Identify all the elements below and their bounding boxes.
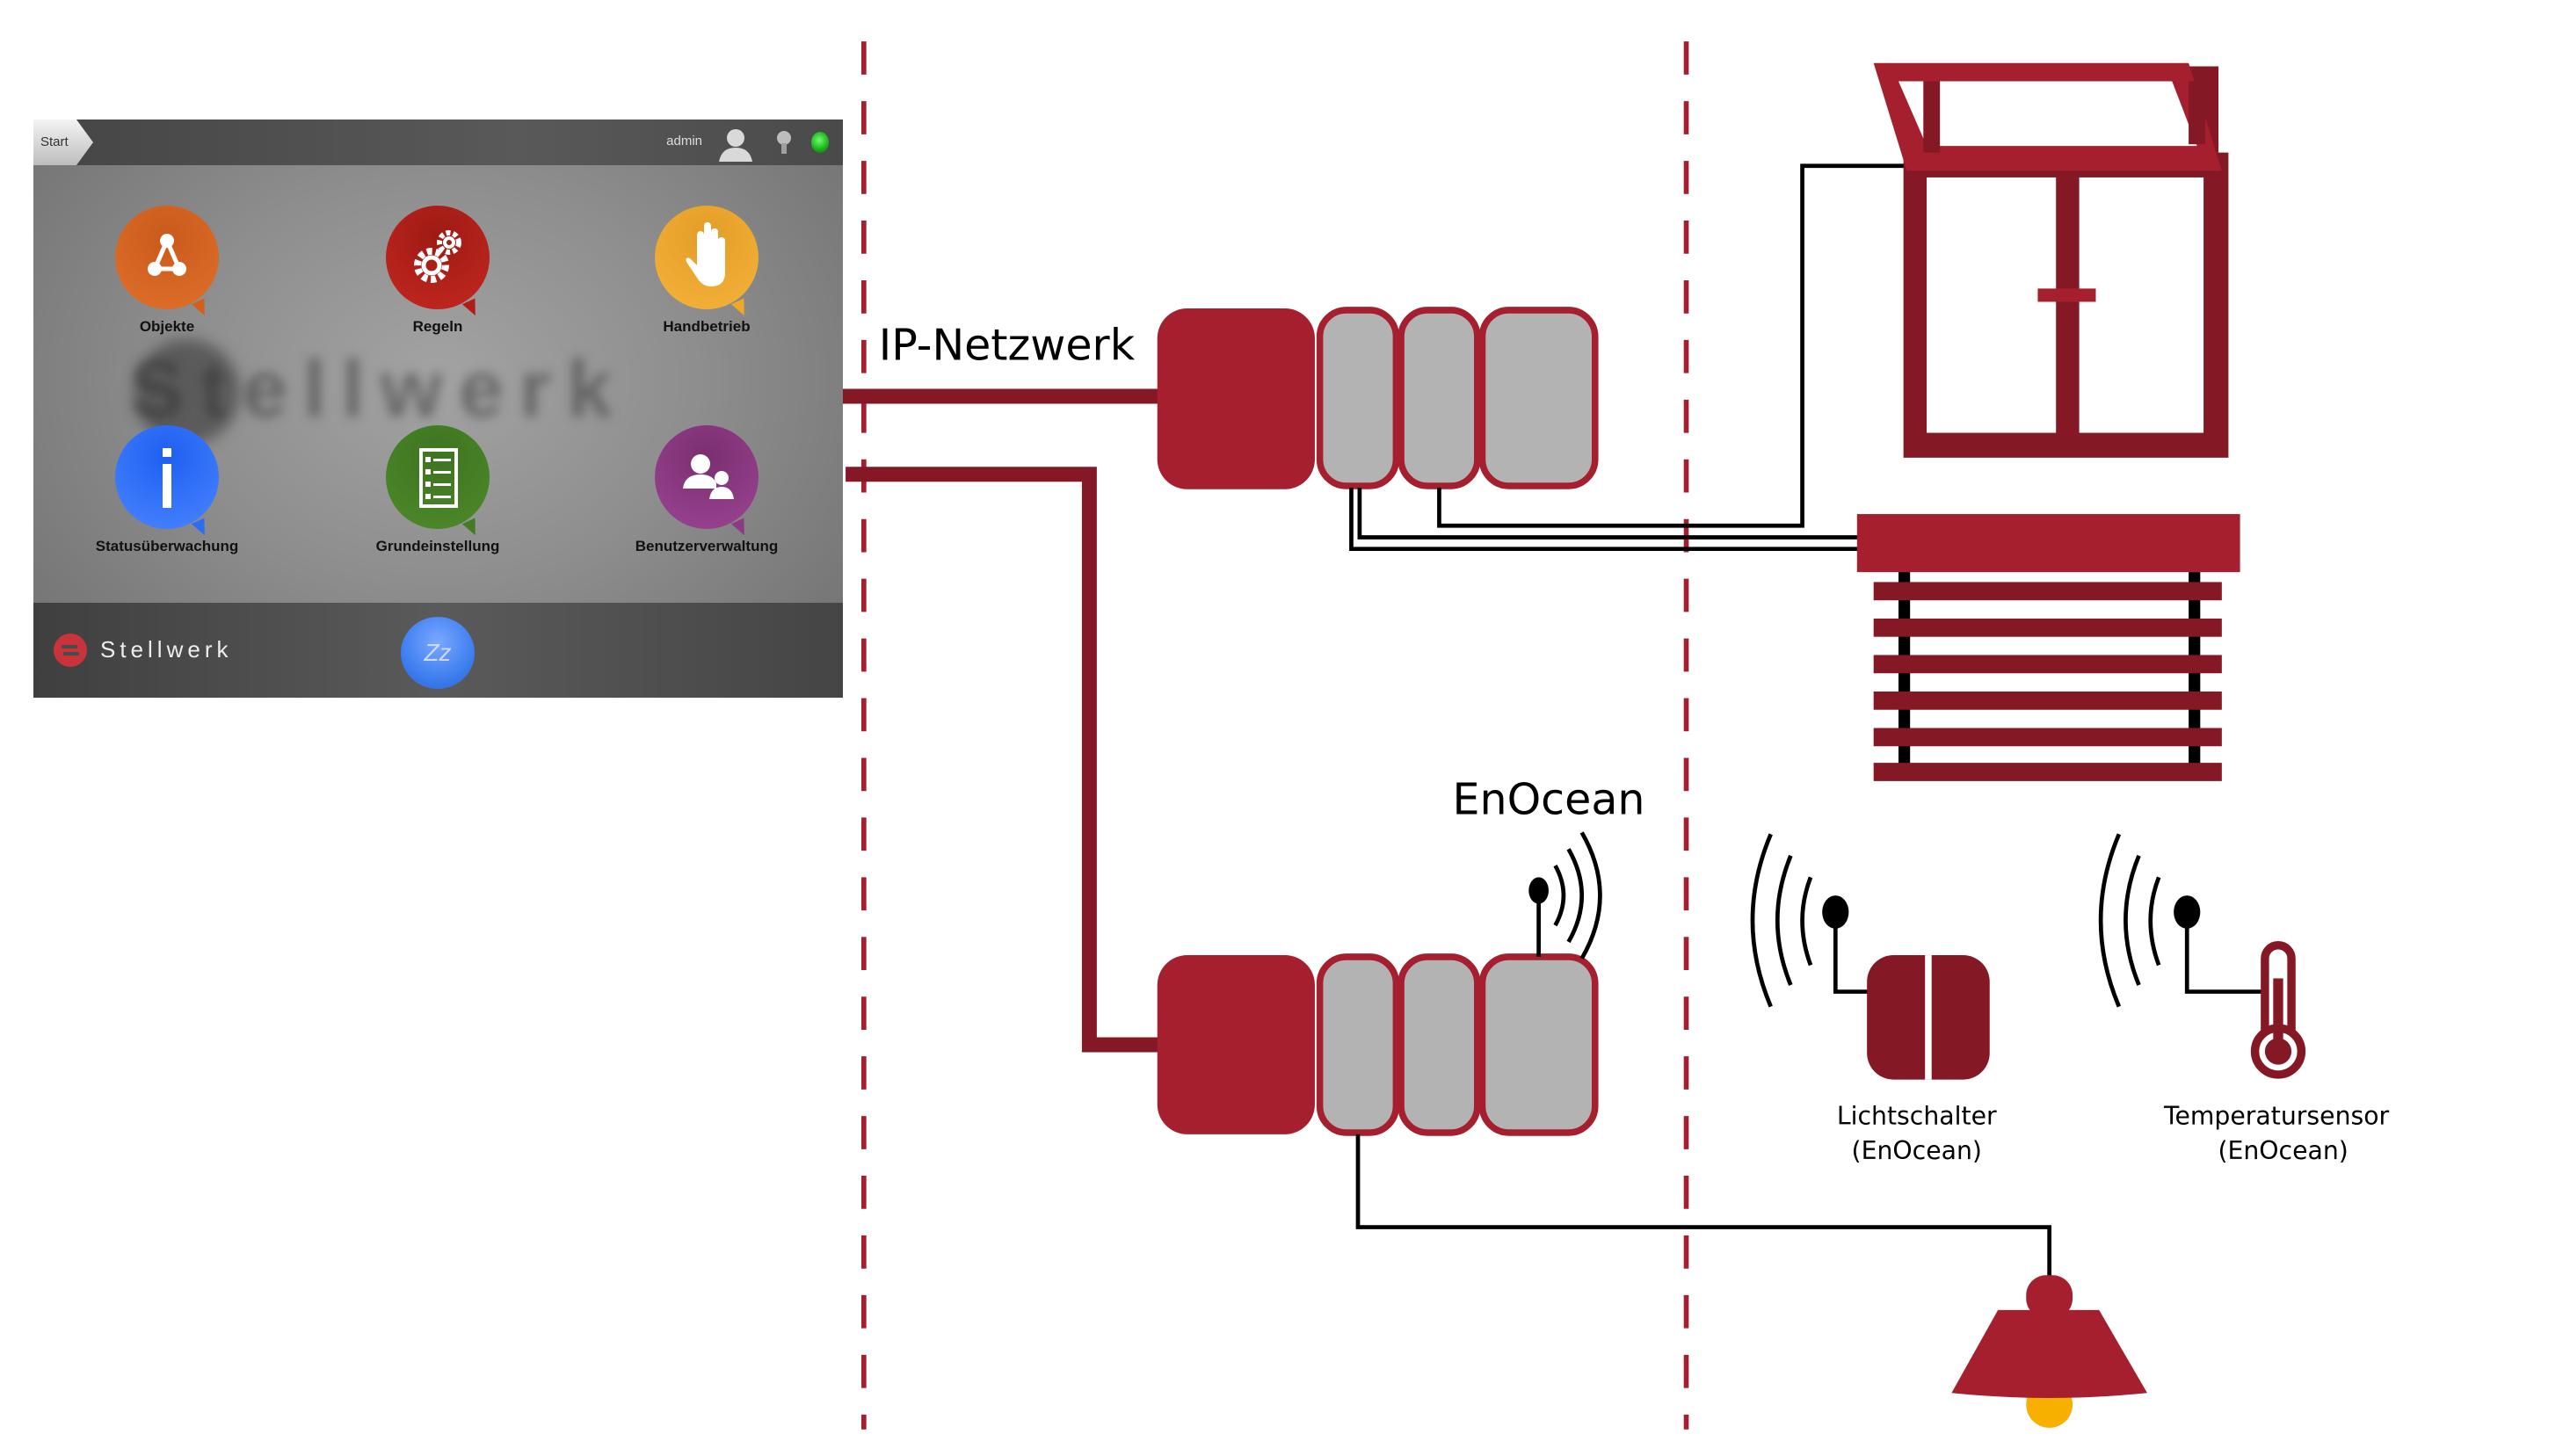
watermark-text: Stellwerk xyxy=(130,344,628,434)
window-icon xyxy=(1873,62,2229,458)
bottom-bar: Stellwerk Zz xyxy=(33,603,843,698)
users-icon xyxy=(683,454,734,499)
checklist-icon xyxy=(419,448,458,508)
user-name: admin xyxy=(666,134,702,148)
tile-label: Benutzerverwaltung xyxy=(635,538,779,554)
controller-bottom xyxy=(1157,953,1599,1136)
tile-statusueberwachung[interactable]: Statusüberwachung xyxy=(79,425,255,555)
tile-label: Objekte xyxy=(139,318,195,335)
stellwerk-app-window: Start admin Stellwerk Objekte xyxy=(33,120,843,698)
stellwerk-logo-icon xyxy=(54,634,87,667)
lightbulb-icon[interactable] xyxy=(776,130,792,156)
status-led-icon xyxy=(811,132,829,153)
breadcrumb-start[interactable]: Start xyxy=(33,120,93,165)
ip-network-label: IP-Netzwerk xyxy=(879,320,1136,371)
wire-lamp xyxy=(1355,1134,2052,1278)
wire-window xyxy=(1437,163,1907,528)
brand-name: Stellwerk xyxy=(100,636,233,663)
light-switch-protocol: (EnOcean) xyxy=(1852,1136,1982,1165)
tile-label: Regeln xyxy=(412,318,463,335)
tile-grundeinstellung[interactable]: Grundeinstellung xyxy=(350,425,526,555)
io-module-3 xyxy=(1478,307,1599,489)
enocean-label: EnOcean xyxy=(1453,774,1645,825)
temperature-sensor-protocol: (EnOcean) xyxy=(2218,1136,2348,1165)
sleep-button[interactable]: Zz xyxy=(401,617,475,689)
tile-label: Grundeinstellung xyxy=(375,538,500,554)
tile-label: Handbetrieb xyxy=(663,318,751,335)
lower-controller-cable xyxy=(846,467,1161,1053)
user-avatar-icon[interactable] xyxy=(716,127,755,162)
lamp-icon xyxy=(1951,1275,2147,1428)
enocean-module xyxy=(1478,953,1599,1136)
io-module-2 xyxy=(1398,953,1481,1136)
tile-label: Statusüberwachung xyxy=(95,538,239,554)
top-bar: Start admin xyxy=(33,120,843,165)
wire-blinds-b xyxy=(1349,487,1861,552)
tile-objekte[interactable]: Objekte xyxy=(79,206,255,336)
controller-top xyxy=(1157,307,1599,489)
gears-icon xyxy=(414,230,461,283)
tile-benutzerverwaltung[interactable]: Benutzerverwaltung xyxy=(619,425,795,555)
tile-regeln[interactable]: Regeln xyxy=(350,206,526,336)
io-module-2 xyxy=(1398,307,1481,489)
temperature-sensor-icon xyxy=(2098,833,2306,1079)
light-switch-label: Lichtschalter xyxy=(1837,1102,1997,1131)
blinds-icon xyxy=(1856,514,2240,781)
temperature-sensor-label: Temperatursensor xyxy=(2163,1102,2390,1131)
io-module-1 xyxy=(1316,953,1400,1136)
controller-cpu-module xyxy=(1157,308,1315,489)
tile-handbetrieb[interactable]: Handbetrieb xyxy=(619,206,795,336)
info-icon xyxy=(163,448,171,508)
wire-blinds-a xyxy=(1357,487,1861,540)
network-icon xyxy=(148,234,186,276)
io-module-1 xyxy=(1316,307,1400,489)
light-switch-icon xyxy=(1750,833,1990,1080)
hand-icon xyxy=(686,222,725,286)
antenna-icon xyxy=(1528,831,1602,960)
controller-cpu-module xyxy=(1157,955,1315,1134)
